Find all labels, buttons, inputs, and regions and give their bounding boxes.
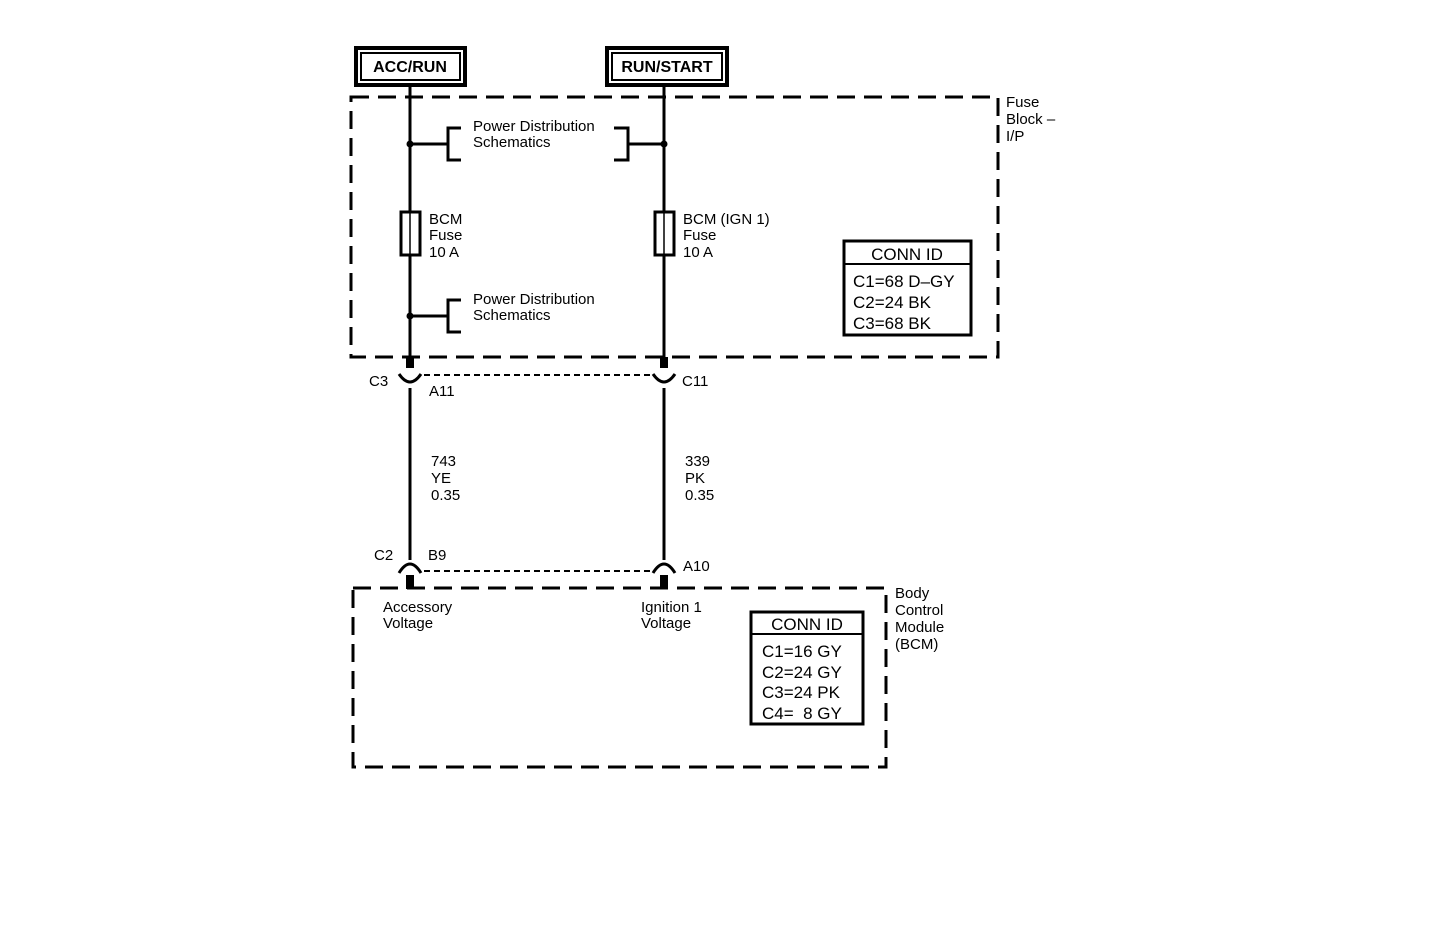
- lower-right-pin: A10: [683, 558, 710, 575]
- run-start-source: RUN/START: [605, 46, 729, 87]
- fuse-conn-id-title: CONN ID: [871, 245, 943, 264]
- svg-text:PK: PK: [685, 470, 705, 487]
- svg-text:Module: Module: [895, 619, 944, 636]
- svg-text:Accessory: Accessory: [383, 599, 453, 616]
- power-dist-bottom-line2: Schematics: [473, 307, 551, 324]
- bcm-outline: [351, 586, 888, 769]
- wire-label-left: 743 YE 0.35: [431, 453, 460, 504]
- bcm-fuse-label: BCM Fuse 10 A: [429, 211, 462, 261]
- svg-text:0.35: 0.35: [431, 487, 460, 504]
- upper-right-pin: C11: [682, 373, 708, 390]
- svg-text:339: 339: [685, 453, 710, 470]
- power-dist-top-line1: Power Distribution: [473, 118, 595, 135]
- svg-text:(BCM): (BCM): [895, 636, 938, 653]
- lower-connector-right: [651, 562, 677, 589]
- bcm-conn-id-row: C4= 8 GY: [762, 704, 842, 723]
- bcm-conn-id-title: CONN ID: [771, 615, 843, 634]
- svg-text:Body: Body: [895, 585, 930, 602]
- svg-text:Ignition 1: Ignition 1: [641, 599, 702, 616]
- svg-text:Fuse: Fuse: [429, 227, 462, 244]
- bcm-ign1-fuse-label: BCM (IGN 1) Fuse 10 A: [683, 211, 770, 261]
- bcm-name: Body Control Module (BCM): [895, 585, 944, 653]
- bcm-fuse-icon: [399, 210, 422, 257]
- upper-conn-label: C3: [369, 373, 388, 390]
- svg-text:BCM: BCM: [429, 211, 462, 228]
- lower-connector-left: [397, 562, 423, 589]
- bcm-ign1-fuse-icon: [653, 210, 676, 257]
- svg-text:Fuse: Fuse: [1006, 94, 1039, 111]
- svg-text:0.35: 0.35: [685, 487, 714, 504]
- upper-connector-left: [397, 357, 423, 384]
- power-dist-top-line2: Schematics: [473, 134, 551, 151]
- wire-label-right: 339 PK 0.35: [685, 453, 714, 504]
- fuse-conn-id-row: C1=68 D–GY: [853, 272, 955, 291]
- ignition1-voltage-terminal: Ignition 1 Voltage: [641, 599, 702, 632]
- power-dist-bottom-line1: Power Distribution: [473, 291, 595, 308]
- svg-text:Voltage: Voltage: [641, 615, 691, 632]
- bcm-conn-id-row: C1=16 GY: [762, 642, 842, 661]
- svg-text:Control: Control: [895, 602, 943, 619]
- svg-text:743: 743: [431, 453, 456, 470]
- fuse-conn-id-row: C3=68 BK: [853, 314, 932, 333]
- upper-left-pin: A11: [429, 383, 455, 400]
- acc-run-label: ACC/RUN: [373, 59, 447, 76]
- svg-text:I/P: I/P: [1006, 128, 1024, 145]
- lower-left-pin: B9: [428, 547, 446, 564]
- upper-connector-right: [651, 357, 677, 384]
- fuse-block-name: Fuse Block – I/P: [1006, 94, 1056, 145]
- accessory-voltage-terminal: Accessory Voltage: [383, 599, 453, 632]
- bcm-conn-id-row: C2=24 GY: [762, 663, 842, 682]
- fuse-conn-id-row: C2=24 BK: [853, 293, 932, 312]
- acc-run-source: ACC/RUN: [354, 46, 467, 87]
- power-distribution-bottom: Power Distribution Schematics: [406, 291, 595, 334]
- lower-conn-label: C2: [374, 547, 393, 564]
- svg-text:Fuse: Fuse: [683, 227, 716, 244]
- power-distribution-top: Power Distribution Schematics: [406, 118, 668, 162]
- bcm-conn-id-row: C3=24 PK: [762, 683, 841, 702]
- fuse-block-outline: [349, 95, 1000, 359]
- fuse-block-conn-id-table: CONN ID C1=68 D–GY C2=24 BK C3=68 BK: [842, 239, 973, 337]
- svg-text:Block –: Block –: [1006, 111, 1056, 128]
- svg-text:10 A: 10 A: [429, 244, 459, 261]
- svg-text:10 A: 10 A: [683, 244, 713, 261]
- bcm-conn-id-table: CONN ID C1=16 GY C2=24 GY C3=24 PK C4= 8…: [749, 610, 865, 726]
- run-start-label: RUN/START: [621, 59, 712, 76]
- svg-text:Voltage: Voltage: [383, 615, 433, 632]
- svg-text:YE: YE: [431, 470, 451, 487]
- svg-text:BCM (IGN 1): BCM (IGN 1): [683, 211, 770, 228]
